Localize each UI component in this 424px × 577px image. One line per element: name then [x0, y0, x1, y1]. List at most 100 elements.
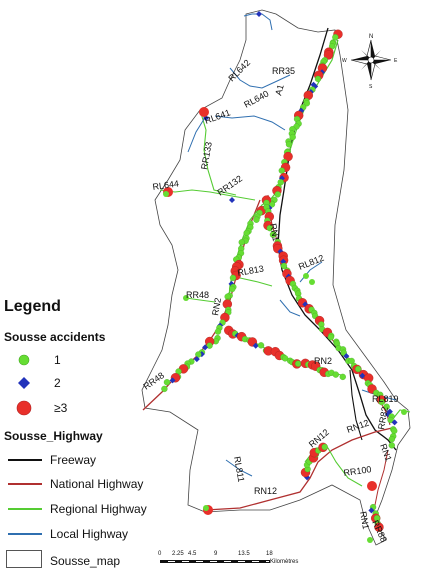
sousse-map-symbol [6, 550, 42, 568]
road-label: A1 [273, 83, 286, 96]
accident-1-label: 1 [54, 353, 61, 367]
accident-point-1 [314, 75, 322, 83]
accident-point-1 [280, 262, 288, 270]
scale-unit: Kilomètres [270, 559, 299, 565]
local-highway-rl641 [187, 115, 207, 153]
accident-point-1 [303, 100, 310, 107]
scale-tick-3: 9 [214, 551, 218, 557]
accident-point-1 [266, 224, 273, 232]
freeway-branch [349, 369, 363, 441]
road-label: RR82 [376, 406, 390, 430]
compass-e: E [394, 58, 398, 64]
accident-point-1 [391, 427, 398, 434]
accident-3-label: ≥3 [54, 401, 68, 415]
road-label: RN12 [254, 486, 277, 496]
compass-s: S [369, 84, 373, 90]
accident-point-1 [294, 360, 302, 367]
regional-highway-rr133 [199, 109, 237, 196]
accident-point-1 [401, 409, 407, 415]
road-label: RL644 [152, 178, 180, 192]
accident-point-1 [229, 285, 236, 293]
local-highway-symbol [8, 533, 42, 535]
accident-point-3plus [323, 50, 334, 60]
road-label: RR48 [186, 290, 209, 300]
accident-point-2 [368, 507, 375, 514]
accident-point-1 [321, 443, 328, 451]
national-highway-symbol [8, 483, 42, 485]
scale-tick-4: 13.5 [238, 551, 250, 557]
road-label: RL813 [237, 264, 265, 278]
accident-point-1 [253, 216, 260, 223]
accident-2-symbol [16, 375, 32, 396]
accident-point-1 [339, 373, 346, 381]
accident-point-1 [203, 505, 209, 511]
accident-point-1 [243, 229, 250, 237]
accident-point-1 [327, 334, 335, 341]
accident-point-2 [193, 356, 200, 363]
accident-point-2 [256, 11, 262, 17]
accident-point-2 [229, 197, 235, 203]
scale-tick-5: 18 [266, 551, 273, 557]
accident-point-3plus [374, 522, 384, 532]
accident-point-2 [252, 342, 259, 349]
local-highway-rl811 [225, 459, 253, 477]
freeway-label: Freeway [50, 453, 97, 467]
accident-points [161, 11, 407, 543]
accident-point-1 [285, 141, 293, 148]
accident-point-1 [214, 328, 222, 335]
scale-bar: 0 2.25 4.5 9 13.5 18 Kilomètres [158, 551, 318, 573]
accident-3-symbol [14, 398, 34, 423]
accident-point-1 [274, 191, 281, 198]
north-arrow: N S E W [342, 34, 398, 90]
accident-point-1 [229, 274, 237, 282]
accident-point-2 [359, 372, 366, 379]
scale-tick-2: 4.5 [188, 551, 197, 557]
accident-point-1 [387, 416, 394, 424]
road-label: RL811 [232, 456, 246, 483]
regional-highway-rl813 [239, 277, 273, 287]
freeway-symbol [8, 459, 42, 461]
accident-point-1 [388, 442, 395, 449]
accident-point-1 [378, 398, 385, 406]
local-highway-rl812 [299, 261, 323, 283]
accidents-title: Sousse accidents [4, 330, 106, 344]
accident-point-1 [332, 371, 339, 378]
sousse-map-label: Sousse_map [50, 554, 121, 568]
compass-w: W [342, 58, 347, 64]
accident-point-1 [388, 436, 395, 443]
local-highway-rl640 [214, 115, 286, 131]
accident-point-1 [309, 279, 315, 285]
road-label: RN1 [358, 511, 371, 530]
road-label: RR133 [199, 141, 214, 170]
accident-point-1 [367, 537, 373, 543]
accident-1-symbol [16, 352, 32, 373]
accident-point-1 [163, 379, 171, 386]
accident-2-label: 2 [54, 376, 61, 390]
accident-point-1 [238, 239, 245, 246]
road-label: RR100 [343, 464, 372, 478]
accident-point-3plus [367, 481, 377, 491]
national-highway-label: National Highway [50, 477, 144, 491]
road-label: RR35 [272, 66, 295, 76]
accident-point-1 [183, 295, 189, 301]
accident-point-1 [355, 365, 362, 373]
accident-point-1 [257, 342, 265, 349]
accident-point-3plus [283, 151, 293, 162]
accident-point-1 [289, 133, 296, 141]
regional-highway-label: Regional Highway [50, 502, 147, 516]
local-highway-label: Local Highway [50, 527, 129, 541]
scale-tick-1: 2.25 [172, 551, 184, 557]
legend-title: Legend [4, 298, 61, 315]
accident-point-1 [206, 342, 213, 349]
accident-point-1 [348, 357, 355, 365]
regional-highway-rr48-west [185, 297, 216, 303]
accident-point-1 [161, 385, 168, 393]
road-label: RL819 [372, 394, 399, 404]
accident-point-1 [163, 191, 169, 197]
accident-point-1 [195, 351, 202, 358]
road-label: RN2 [210, 297, 223, 316]
accident-point-2 [343, 353, 350, 360]
accident-point-1 [278, 167, 285, 174]
accident-point-1 [303, 273, 309, 279]
